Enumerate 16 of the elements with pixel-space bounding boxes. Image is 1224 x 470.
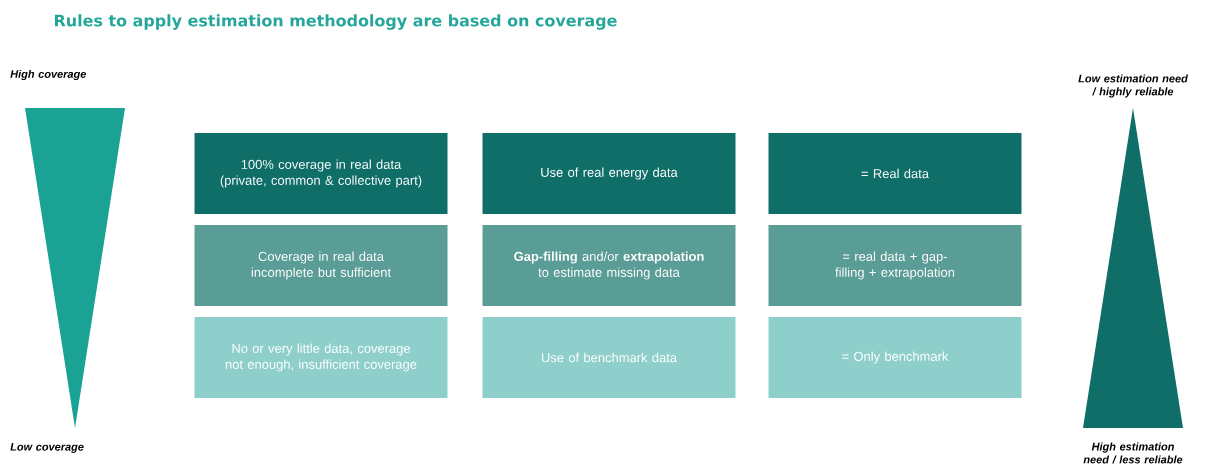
- text-box: = real data + gap-filling + extrapolation: [768, 225, 1022, 306]
- text-box: No or very little data, coverage not enough, insufficient coverage: [194, 317, 448, 398]
- text-box: = Real data: [768, 133, 1022, 214]
- text-box: Use of benchmark data: [482, 317, 736, 398]
- text-box: 100% coverage in real data (private, common & collective part): [194, 133, 448, 214]
- title: Rules to apply estimation methodology are based on coverage: [55, 14, 617, 30]
- axis-label: Low coverage: [10, 443, 84, 453]
- pyramid-triangle: [1083, 108, 1183, 428]
- funnel-triangle: [25, 108, 125, 428]
- axis-label: High coverage: [10, 69, 86, 81]
- axis-label: Low estimation need / highly reliable: [1078, 74, 1188, 98]
- text-box: = Only benchmark: [768, 317, 1022, 398]
- text-box: Use of real energy data: [482, 133, 736, 214]
- text-box: Gap-filling and/or extrapolation to estimate missing data: [482, 225, 736, 306]
- axis-label: High estimation need / less reliable: [1083, 442, 1183, 464]
- text-box: Coverage in real data incomplete but sufficient: [194, 225, 448, 306]
